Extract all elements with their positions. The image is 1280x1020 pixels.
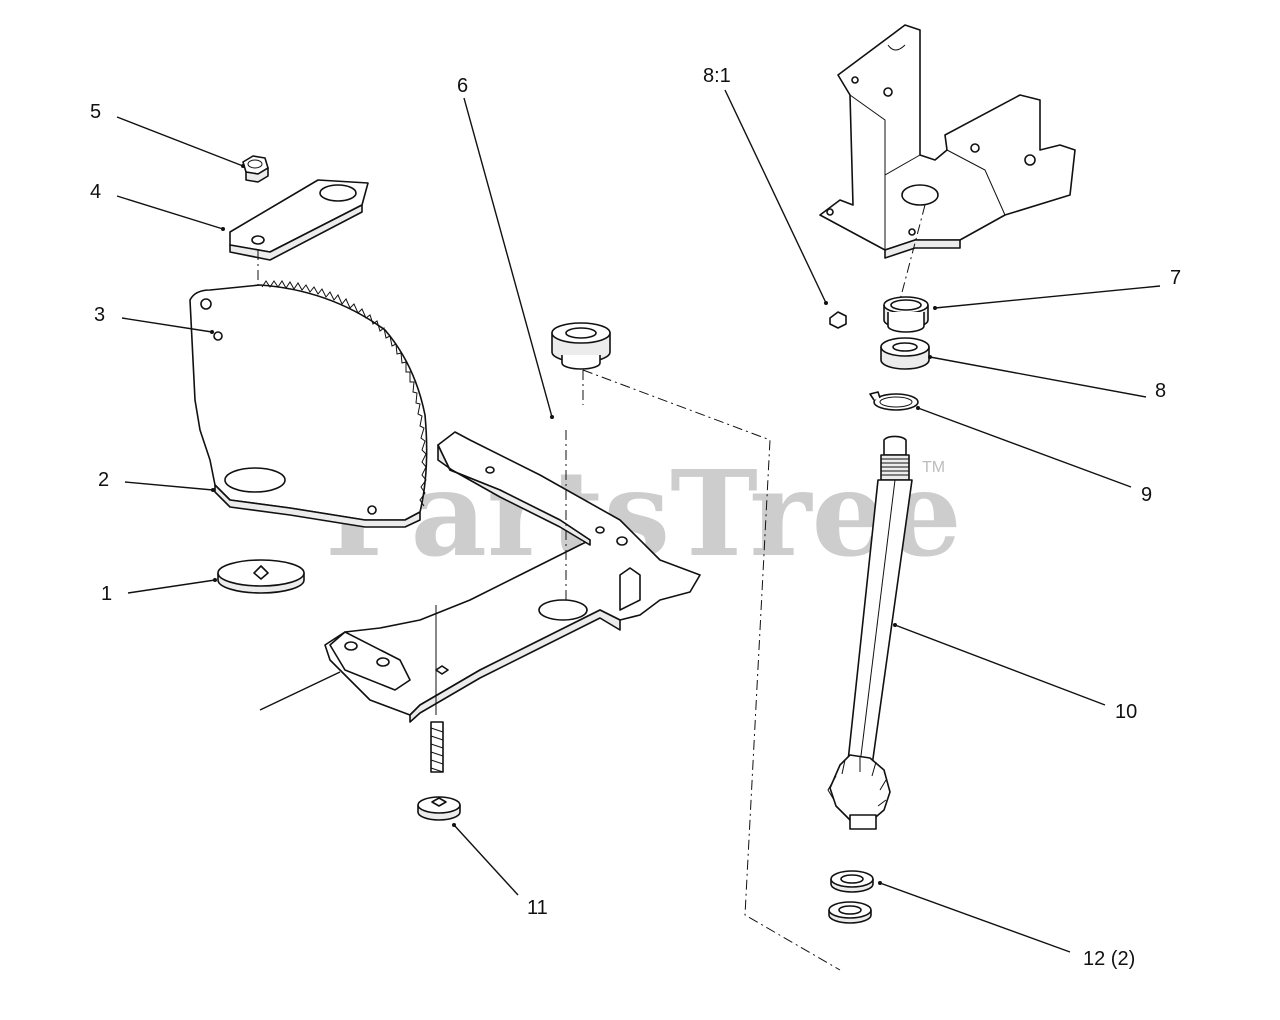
callout-6: 6 bbox=[457, 75, 468, 97]
callout-11: 11 bbox=[527, 897, 548, 919]
callout-2: 2 bbox=[98, 469, 109, 491]
steering-bracket bbox=[259, 430, 701, 723]
part-12-washers bbox=[828, 870, 874, 924]
top-mount-bracket bbox=[819, 24, 1076, 301]
part-1-washer bbox=[217, 559, 305, 594]
callout-5: 5 bbox=[90, 101, 101, 123]
callout-3: 3 bbox=[94, 304, 105, 326]
callout-4: 4 bbox=[90, 181, 101, 203]
part-6-bushing bbox=[551, 322, 611, 370]
part-8-collar bbox=[880, 337, 930, 370]
callout-7: 7 bbox=[1170, 267, 1181, 289]
assembly-plane-outline bbox=[582, 369, 841, 971]
callout-8: 8 bbox=[1155, 380, 1166, 402]
part-5-nut bbox=[242, 155, 269, 183]
part-4-plate bbox=[229, 179, 369, 320]
leader-lines bbox=[116, 89, 1161, 953]
callout-10: 10 bbox=[1115, 701, 1137, 723]
part-7-flange-bushing bbox=[883, 296, 929, 333]
part-9-snap-ring bbox=[869, 391, 919, 411]
part-10-steering-shaft bbox=[827, 435, 913, 830]
callout-1: 1 bbox=[101, 583, 112, 605]
part-11-bolt bbox=[417, 721, 461, 821]
callout-8-1: 8:1 bbox=[703, 65, 731, 87]
callout-labels: 5 4 3 2 1 6 8:1 7 8 9 10 11 12 (2) bbox=[90, 65, 1181, 970]
part-2-sector-gear bbox=[189, 280, 428, 528]
callout-9: 9 bbox=[1141, 484, 1152, 506]
callout-12: 12 (2) bbox=[1083, 948, 1135, 970]
part-8-1-set-screw bbox=[829, 311, 847, 329]
watermark-trademark: TM bbox=[922, 459, 945, 476]
